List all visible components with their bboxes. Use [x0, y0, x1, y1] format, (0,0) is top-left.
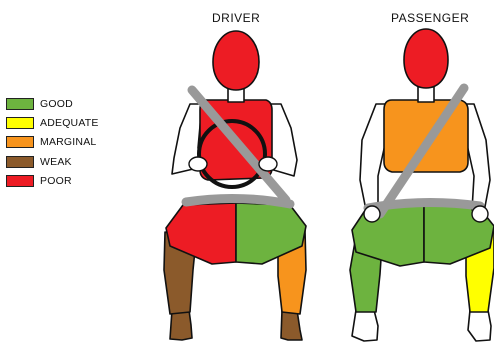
passenger-head — [404, 29, 448, 88]
passenger-left-foot — [352, 310, 378, 341]
passenger-chest — [384, 100, 468, 172]
passenger-right-foot — [468, 310, 491, 341]
